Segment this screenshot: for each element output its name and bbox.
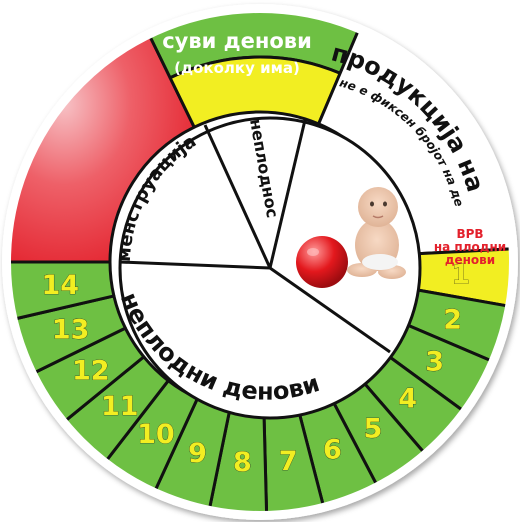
day-number-9: 9 bbox=[188, 438, 207, 469]
day-number-3: 3 bbox=[425, 347, 444, 378]
red-ball bbox=[296, 236, 348, 288]
day-number-12: 12 bbox=[72, 356, 110, 387]
day-number-7: 7 bbox=[279, 446, 298, 477]
dry-days-title: суви денови bbox=[162, 29, 312, 53]
day-number-1: 1 bbox=[451, 259, 470, 290]
day-number-14: 14 bbox=[42, 270, 80, 301]
day-number-5: 5 bbox=[364, 413, 383, 444]
peak-line1: ВРВ bbox=[456, 227, 483, 241]
dry-days-subtitle: (доколку има) bbox=[174, 59, 300, 77]
day-number-13: 13 bbox=[52, 314, 90, 345]
day-number-6: 6 bbox=[323, 435, 342, 466]
day-number-8: 8 bbox=[233, 447, 252, 478]
day-number-11: 11 bbox=[101, 391, 139, 422]
day-number-10: 10 bbox=[137, 419, 175, 450]
day-number-4: 4 bbox=[398, 383, 417, 414]
peak-line2: на плодни bbox=[434, 240, 506, 254]
day-number-2: 2 bbox=[443, 304, 462, 335]
